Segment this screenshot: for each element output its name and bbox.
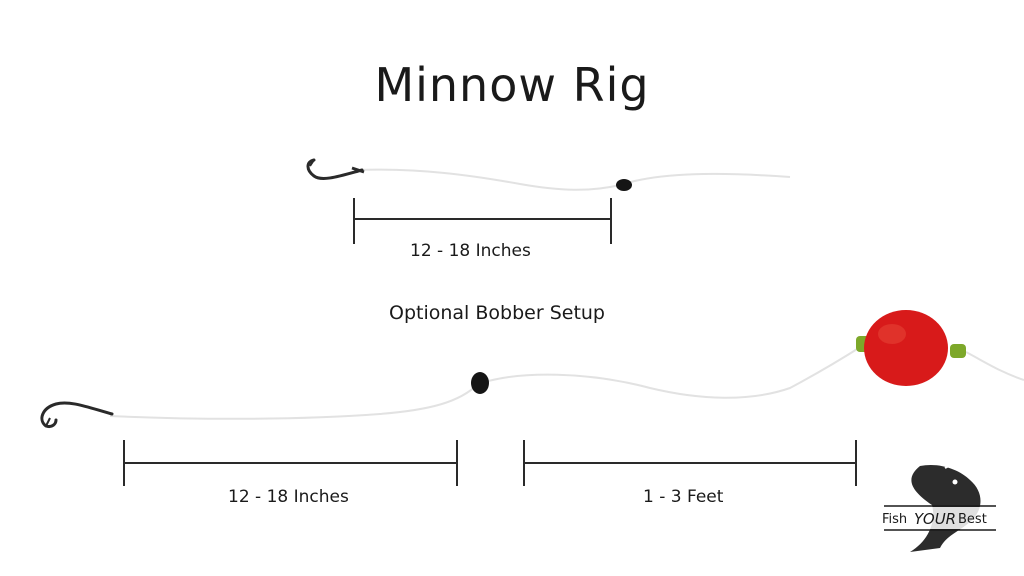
bobber-tail-line (965, 351, 1024, 381)
top-fishing-line (354, 168, 791, 191)
logo-word-fish: Fish (882, 512, 907, 527)
bobber-measure-left-bracket (123, 440, 458, 486)
top-rig (306, 158, 791, 244)
bobber-measure-right-bracket (523, 440, 857, 486)
logo-word-your: YOUR (914, 510, 956, 528)
bobber-setup-heading: Optional Bobber Setup (389, 302, 605, 324)
fish-your-best-logo: Fish YOUR Best (882, 463, 996, 552)
bobber-icon (856, 310, 966, 386)
bobber-measure-right-label: 1 - 3 Feet (643, 487, 724, 507)
top-measure-bracket (353, 198, 612, 244)
bobber-split-shot-icon (471, 372, 489, 394)
top-hook-icon (306, 158, 365, 180)
bobber-rig (40, 310, 1024, 486)
top-measure-label: 12 - 18 Inches (410, 241, 531, 261)
bobber-fishing-line (109, 345, 863, 420)
bobber-hook-icon (40, 401, 114, 428)
diagram-title: Minnow Rig (374, 58, 650, 112)
bobber-measure-left-label: 12 - 18 Inches (228, 487, 349, 507)
logo-word-best: Best (958, 512, 987, 527)
top-split-shot-icon (616, 179, 632, 191)
